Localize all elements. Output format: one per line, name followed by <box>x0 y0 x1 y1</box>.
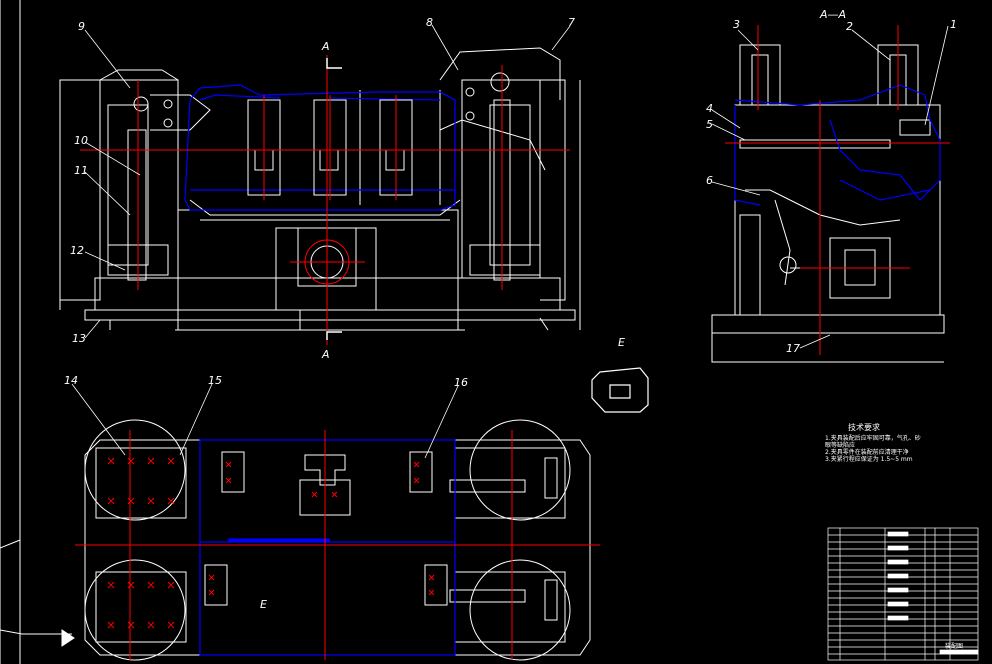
title-block-text: 装配图 <box>945 642 963 650</box>
callout-10: 10 <box>74 134 88 147</box>
callout-7: 7 <box>568 16 575 29</box>
section-view <box>711 25 950 363</box>
tech-req-line-3: 2.夹具零件在装配前应清理干净 <box>825 448 909 456</box>
detail-label: E <box>618 336 625 349</box>
callout-1: 1 <box>950 18 957 31</box>
front-view <box>59 47 581 345</box>
plan-view <box>75 419 600 661</box>
detail-e-view <box>591 367 649 413</box>
callout-3: 3 <box>733 18 740 31</box>
tech-req-line-4: 3.夹紧行程应保证为 1.5~5 mm <box>825 455 913 463</box>
fixture-markers <box>107 457 435 629</box>
tech-req-title: 技术要求 <box>848 422 880 432</box>
callout-5: 5 <box>706 118 713 131</box>
callout-15: 15 <box>208 374 222 387</box>
callout-2: 2 <box>846 20 853 33</box>
callout-12: 12 <box>70 244 84 257</box>
callout-14: 14 <box>64 374 78 387</box>
callout-13: 13 <box>72 332 86 345</box>
callout-9: 9 <box>78 20 85 33</box>
callout-numbers: 1 2 3 4 5 6 7 8 9 10 11 12 13 14 15 16 1… <box>64 16 957 389</box>
parts-list-table <box>827 527 979 661</box>
section-label: A—A <box>819 8 846 21</box>
detail-mark: E <box>260 598 267 611</box>
view-letter-top: A <box>321 40 330 53</box>
callout-6: 6 <box>706 174 713 187</box>
callout-17: 17 <box>786 342 800 355</box>
tech-req-line-1: 1.夹具装配后应牢固可靠，气孔、砂 <box>825 434 921 442</box>
callout-8: 8 <box>426 16 433 29</box>
callout-4: 4 <box>706 102 713 115</box>
labels: A—A A A E E <box>260 8 846 611</box>
callout-16: 16 <box>454 376 468 389</box>
drawing-frame <box>0 0 75 664</box>
view-letter-bottom: A <box>321 348 330 361</box>
callout-11: 11 <box>74 164 88 177</box>
tech-req-line-2: 眼等缺陷应 <box>825 441 855 449</box>
technical-requirements: 技术要求 1.夹具装配后应牢固可靠，气孔、砂 眼等缺陷应 2.夹具零件在装配前应… <box>825 422 921 463</box>
callout-leaders <box>71 24 949 459</box>
